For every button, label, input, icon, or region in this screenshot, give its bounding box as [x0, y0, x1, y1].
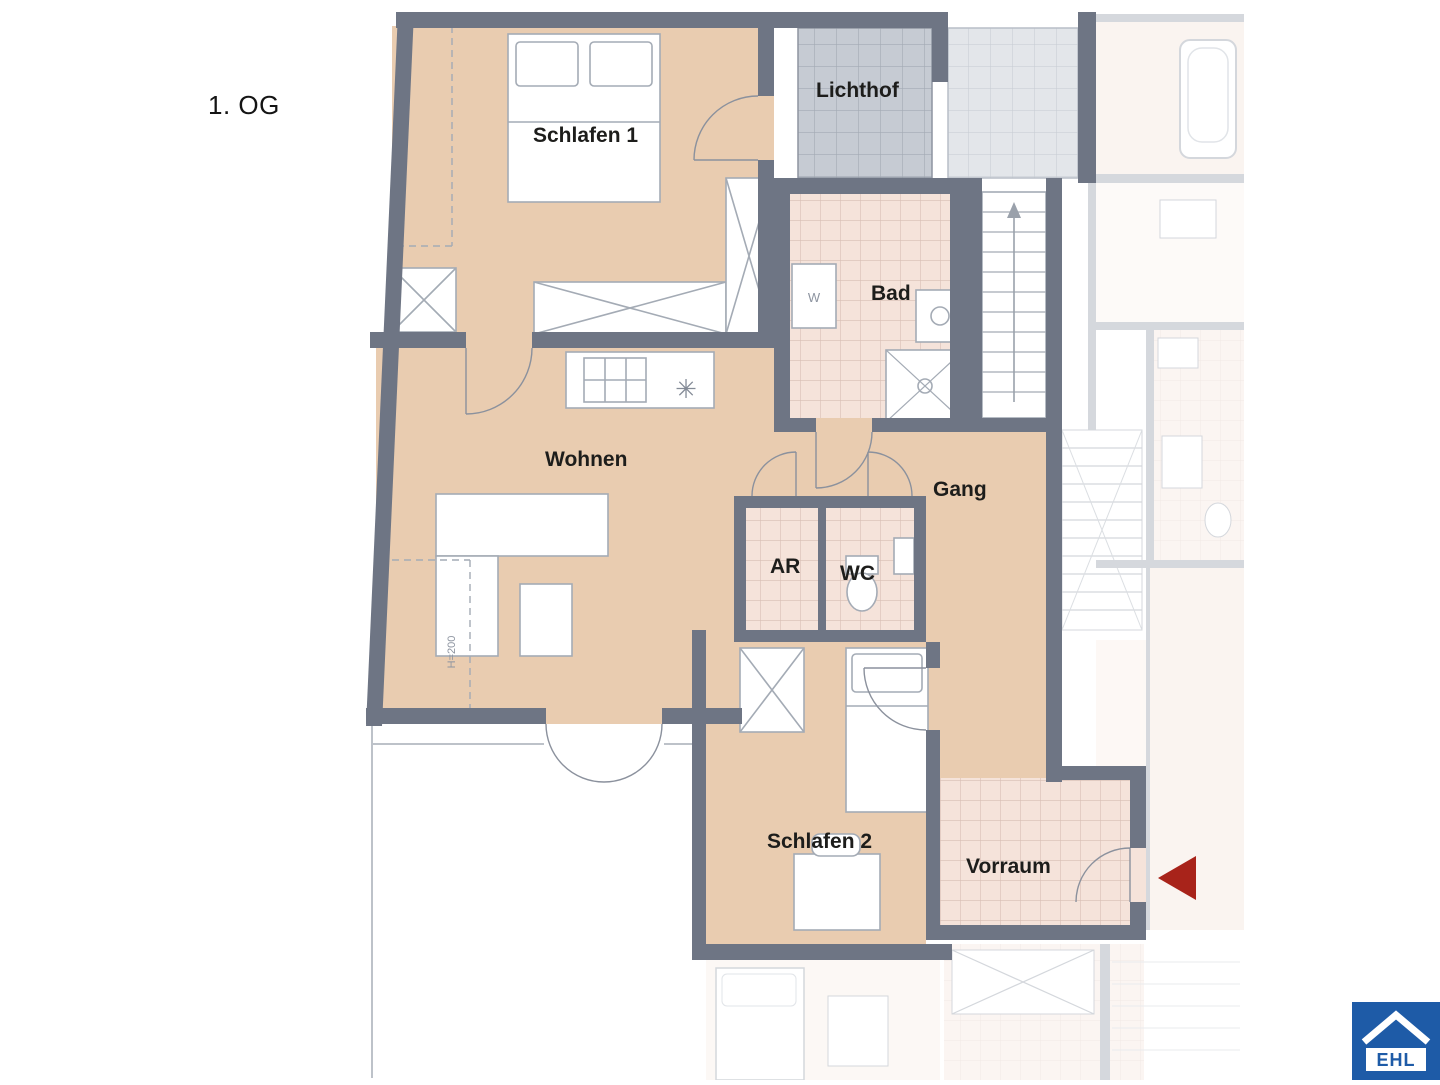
washer-label: W: [808, 290, 821, 305]
room-label-lichthof: Lichthof: [816, 79, 899, 102]
washing-machine: [791, 263, 837, 329]
ehl-logo: EHL: [1352, 1002, 1440, 1080]
sofa-height-label: H=200: [446, 636, 458, 669]
floor-level-label: 1. OG: [208, 90, 280, 120]
pillow: [589, 41, 653, 87]
plan-annotations: W H=200 ✳: [446, 290, 821, 668]
pillow: [851, 653, 923, 693]
room-label-schlafen1: Schlafen 1: [533, 124, 639, 147]
sofa: [435, 493, 609, 557]
toilet: [846, 572, 878, 612]
room-label-ar: AR: [770, 555, 801, 578]
coffee-table: [519, 583, 573, 657]
room-label-bad: Bad: [871, 282, 911, 305]
sofa: [435, 555, 499, 657]
house-roof-icon: [1361, 1010, 1431, 1045]
adjacent-units: [706, 14, 1244, 1080]
desk: [793, 853, 881, 931]
logo-text-plate: [1366, 1048, 1426, 1071]
ehl-logo-text: EHL: [1377, 1050, 1416, 1070]
pillow: [515, 41, 579, 87]
room-label-wohnen: Wohnen: [545, 448, 628, 471]
room-label-gang: Gang: [933, 478, 987, 501]
wc-sink: [893, 537, 915, 575]
chair: [811, 833, 861, 857]
fridge-symbol: ✳: [675, 374, 697, 404]
lichthof-tiles: [797, 27, 1079, 179]
room-label-vorraum: Vorraum: [966, 855, 1051, 878]
ehl-logo-graphic: EHL: [1361, 1010, 1431, 1071]
entrance-arrow: [1158, 856, 1196, 900]
room-label-schlafen2: Schlafen 2: [767, 830, 873, 853]
room-label-wc: WC: [840, 562, 875, 585]
door-swings: [465, 95, 1131, 903]
walls: [366, 12, 1146, 960]
fixtures: [371, 26, 1047, 1078]
